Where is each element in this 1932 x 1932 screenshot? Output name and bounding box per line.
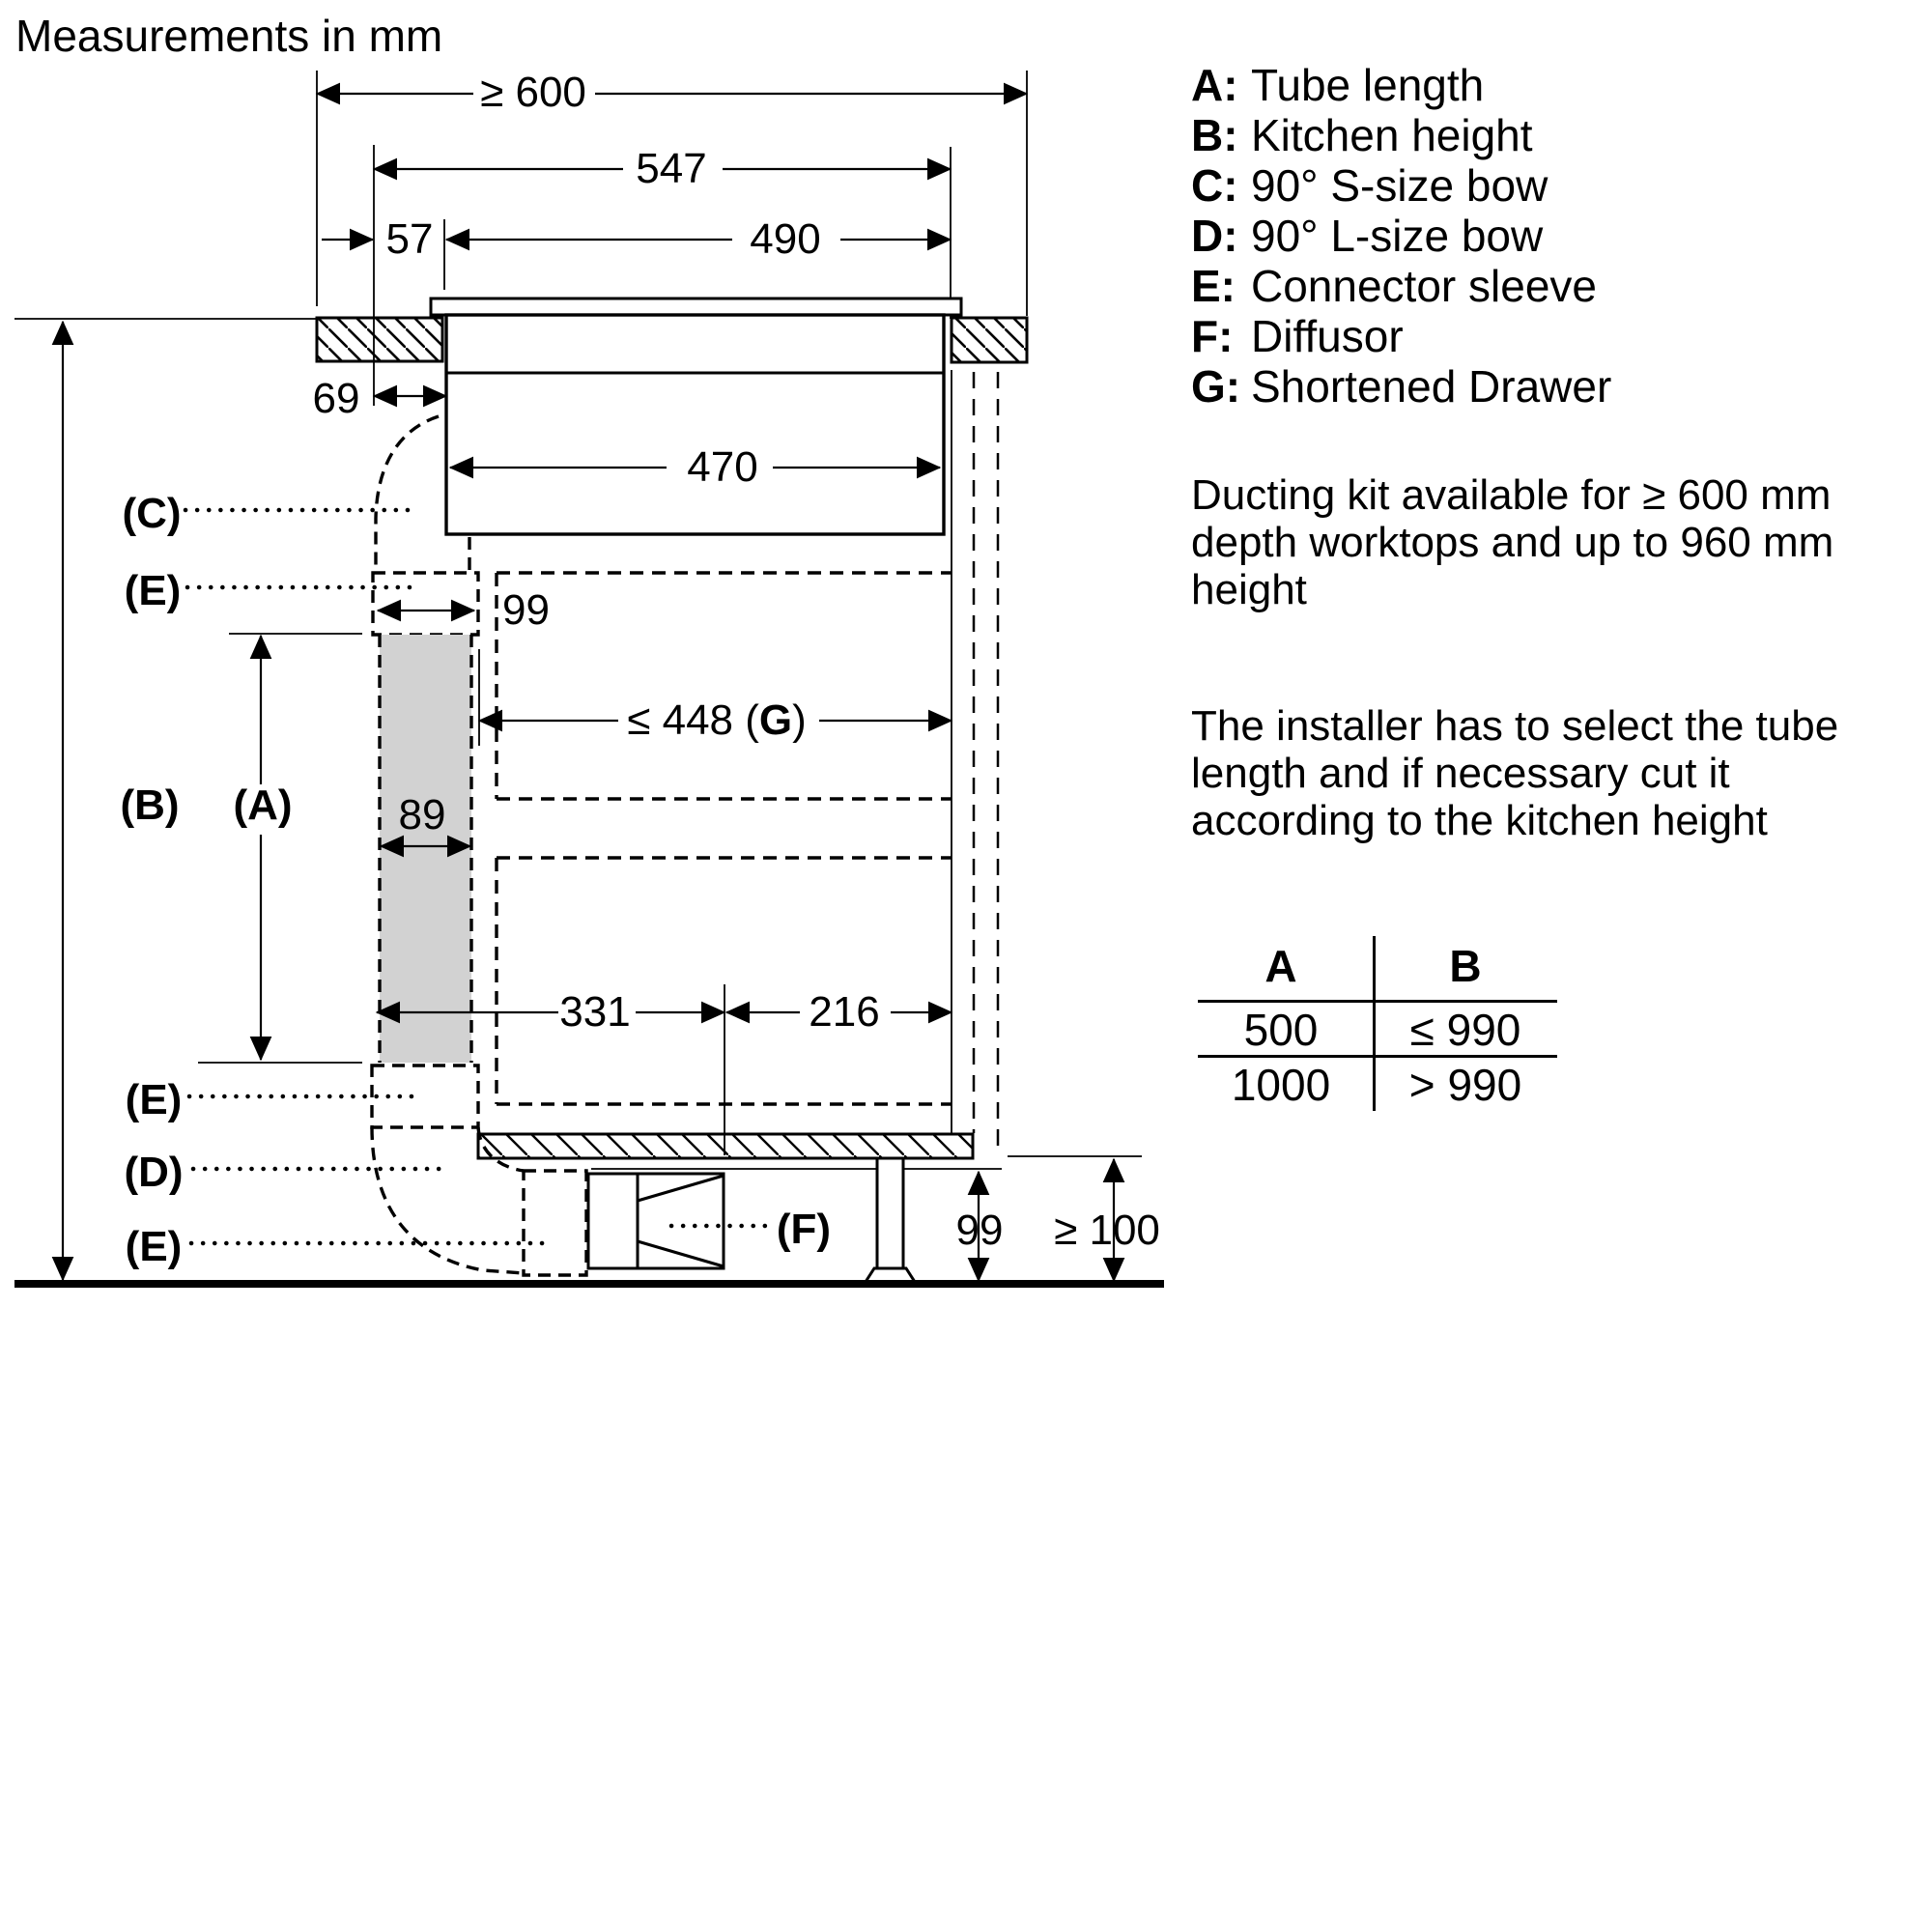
legend-key-d: D: xyxy=(1191,211,1238,261)
dim-tube-width: 89 xyxy=(399,791,446,838)
dim-back-depth: 331 xyxy=(559,988,630,1036)
legend-key-b: B: xyxy=(1191,110,1238,160)
cabinet-bottom-panel xyxy=(476,1132,975,1160)
legend-key-a: A: xyxy=(1191,60,1238,110)
dim-drawer-cut: ≤ 448 (G) xyxy=(627,696,807,744)
legend-label-f: Diffusor xyxy=(1251,311,1404,361)
legend-key-c: C: xyxy=(1191,160,1238,211)
table-line-h1 xyxy=(1198,1000,1557,1003)
table-cell-b1: ≤ 990 xyxy=(1409,1005,1521,1055)
legend-item-b: B: Kitchen height xyxy=(1191,110,1611,160)
page-title: Measurements in mm xyxy=(15,11,443,61)
label-tube-length: (A) xyxy=(233,781,292,829)
installation-diagram: ≥ 600 547 57 490 69 470 99 ≤ 448 (G) 89 … xyxy=(14,69,1164,1288)
note-installer: The installer has to select the tube len… xyxy=(1191,702,1839,844)
label-l-bow: (D) xyxy=(124,1149,183,1196)
dim-front-depth: 216 xyxy=(809,988,879,1036)
dim-sleeve-width: 99 xyxy=(502,586,550,634)
label-sleeve-lower: (E) xyxy=(126,1076,183,1123)
label-s-bow: (C) xyxy=(122,490,181,537)
hob-body xyxy=(444,313,946,536)
legend-item-d: D: 90° L-size bow xyxy=(1191,211,1611,261)
note-ducting-kit: Ducting kit available for ≥ 600 mm depth… xyxy=(1191,471,1834,613)
label-sleeve-upper: (E) xyxy=(125,567,182,614)
connector-sleeve-horizontal xyxy=(522,1169,588,1277)
legend-label-c: 90° S-size bow xyxy=(1251,160,1548,211)
legend-label-e: Connector sleeve xyxy=(1251,261,1597,311)
dimension-lines xyxy=(51,82,1125,1283)
dim-body-width: 470 xyxy=(687,443,757,491)
dim-hob-total-width: 547 xyxy=(636,145,706,192)
table-line-v xyxy=(1373,936,1376,1111)
legend-key-f: F: xyxy=(1191,311,1234,361)
tube xyxy=(380,635,471,1063)
legend-key-g: G: xyxy=(1191,361,1241,412)
table-cell-a1: 500 xyxy=(1243,1005,1319,1055)
legend-key-e: E: xyxy=(1191,261,1236,311)
table-cell-b2: > 990 xyxy=(1408,1060,1522,1110)
label-diffusor: (F) xyxy=(777,1206,831,1253)
cabinet-foot xyxy=(863,1266,918,1284)
hob-glass-plate xyxy=(429,297,963,317)
s-bow-outline xyxy=(374,414,471,572)
dim-worktop-depth: ≥ 600 xyxy=(480,69,586,116)
diffusor xyxy=(586,1172,725,1270)
dim-hob-width: 490 xyxy=(750,215,820,263)
table-line-h2 xyxy=(1198,1055,1557,1058)
drawer-lower xyxy=(495,856,952,1106)
dim-front-offset: 57 xyxy=(386,215,434,263)
cabinet-leg xyxy=(875,1156,905,1270)
legend-item-g: G:Shortened Drawer xyxy=(1191,361,1611,412)
label-kitchen-height: (B) xyxy=(120,781,179,829)
cabinet-side-lines xyxy=(972,372,1000,1155)
connector-sleeve-upper xyxy=(371,571,480,637)
table-header-a: A xyxy=(1264,941,1297,991)
legend-label-d: 90° L-size bow xyxy=(1251,211,1544,261)
shortened-drawer-upper xyxy=(495,571,952,801)
legend-item-f: F: Diffusor xyxy=(1191,311,1611,361)
table-header-b: B xyxy=(1449,941,1482,991)
legend-item-e: E: Connector sleeve xyxy=(1191,261,1611,311)
legend-label-b: Kitchen height xyxy=(1251,110,1533,160)
leader-lines xyxy=(183,507,771,1246)
legend-item-c: C: 90° S-size bow xyxy=(1191,160,1611,211)
worktop-left-section xyxy=(315,316,444,363)
dim-plinth-height: 99 xyxy=(956,1207,1004,1254)
legend-label-g: Shortened Drawer xyxy=(1251,361,1612,412)
legend: A: Tube length B: Kitchen height C: 90° S-s… xyxy=(1191,60,1611,412)
worktop-right-section xyxy=(950,316,1029,364)
legend-label-a: Tube length xyxy=(1251,60,1485,110)
table-cell-a2: 1000 xyxy=(1231,1060,1331,1110)
label-sleeve-horizontal: (E) xyxy=(126,1223,183,1270)
connector-sleeve-lower xyxy=(370,1064,480,1129)
dim-bow-offset: 69 xyxy=(313,375,360,422)
legend-item-a: A: Tube length xyxy=(1191,60,1611,110)
dim-floor-clearance: ≥ 100 xyxy=(1054,1207,1160,1254)
